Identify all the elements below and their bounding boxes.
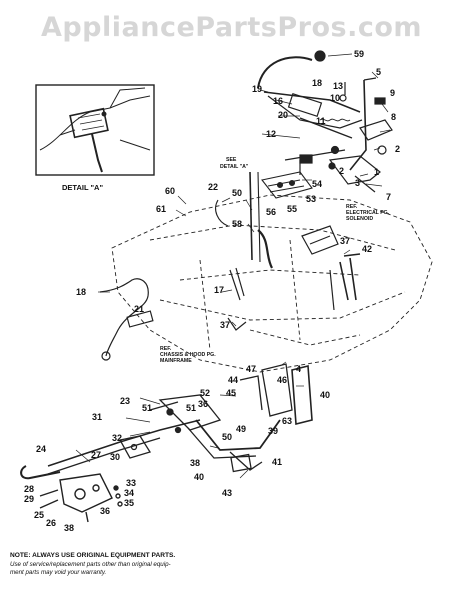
callout-39: 39 [268,426,278,436]
callout-37-lower: 37 [220,320,230,330]
note-line-1: Use of service/replacement parts other t… [10,560,171,568]
callout-23: 23 [120,396,130,406]
bracket-cluster [215,171,313,269]
warranty-note: NOTE: ALWAYS USE ORIGINAL EQUIPMENT PART… [10,552,270,578]
callout-8: 8 [391,112,396,122]
callout-63: 63 [282,416,292,426]
callout-54: 54 [312,179,322,189]
ref-electrical-line1: REF. [346,204,358,210]
callout-46: 46 [277,375,287,385]
callout-52: 52 [200,388,210,398]
watermark: AppliancePartsPros.com [40,12,423,43]
callout-50-lower: 50 [222,432,232,442]
note-heading: NOTE: ALWAYS USE ORIGINAL EQUIPMENT PART… [10,552,176,559]
callout-34: 34 [124,488,134,498]
callout-25: 25 [34,510,44,520]
callout-41: 41 [272,457,282,467]
callout-43: 43 [222,488,232,498]
ref-notes: SEE DETAIL "A" REF. ELECTRICAL PG. SOLEN… [62,157,390,364]
ref-see-detail-a-line1: SEE [226,157,237,163]
callout-19: 19 [252,84,262,94]
callout-31: 31 [92,412,102,422]
note-line-2: ment parts may void your warranty. [10,569,107,577]
callout-30: 30 [110,452,120,462]
callout-50-upper: 50 [232,188,242,198]
callout-27: 27 [91,450,101,460]
callout-22: 22 [208,182,218,192]
callout-4: 4 [296,364,301,374]
callout-40-upper: 40 [320,390,330,400]
callout-45: 45 [226,388,236,398]
callout-56: 56 [266,207,276,217]
callout-61: 61 [156,204,166,214]
callout-1: 1 [374,167,379,177]
wire-harness [99,267,247,361]
callout-38-lower: 38 [64,523,74,533]
ref-chassis-line1: REF. [160,346,172,352]
callout-59: 59 [354,49,364,59]
solenoid [301,225,361,311]
callout-47: 47 [246,364,256,374]
ref-chassis-line3: MAINFRAME [160,358,192,364]
callout-18-harness: 18 [76,287,86,297]
detail-a-title: DETAIL "A" [62,183,103,192]
callout-60: 60 [165,186,175,196]
callout-37-upper: 37 [340,236,350,246]
callout-9: 9 [390,88,395,98]
callout-11: 11 [316,116,326,126]
callout-38: 38 [190,458,200,468]
rods [20,419,201,480]
callout-53: 53 [306,194,316,204]
callout-51-right: 51 [186,403,196,413]
callout-2-lower: 2 [339,166,344,176]
callout-49: 49 [236,424,246,434]
callouts: 59 13 5 18 19 10 9 16 20 8 11 12 2 2 1 3… [24,49,400,533]
callout-51-left: 51 [142,403,152,413]
callout-55: 55 [287,204,297,214]
callout-20: 20 [278,110,288,120]
callout-24: 24 [36,444,46,454]
callout-21: 21 [134,304,144,314]
leader-lines [75,53,391,479]
detail-a-inset [35,84,155,176]
callout-18: 18 [312,78,322,88]
callout-58: 58 [232,219,242,229]
lever-assembly [149,363,313,473]
callout-3: 3 [355,178,360,188]
callout-13: 13 [333,81,343,91]
callout-44: 44 [228,375,238,385]
brake-arm [39,473,123,523]
callout-40-lower: 40 [194,472,204,482]
ref-electrical-line3: SOLENOID [346,216,373,222]
callout-5: 5 [376,67,381,77]
callout-12: 12 [266,129,276,139]
callout-28: 28 [24,484,34,494]
ref-see-detail-a-line2: DETAIL "A" [220,164,249,170]
callout-35: 35 [124,498,134,508]
callout-36-upper: 36 [198,399,208,409]
callout-16: 16 [273,96,283,106]
callout-26: 26 [46,518,56,528]
callout-2-upper: 2 [395,144,400,154]
callout-33: 33 [126,478,136,488]
ref-electrical-line2: ELECTRICAL PG. [346,210,390,216]
callout-42: 42 [362,244,372,254]
callout-17: 17 [214,285,224,295]
ref-chassis-line2: CHASSIS & HOOD PG. [160,352,216,358]
callout-7: 7 [386,192,391,202]
callout-10: 10 [330,93,340,103]
callout-36-lower: 36 [100,506,110,516]
throttle-cable-assembly [257,50,393,193]
callout-32: 32 [112,433,122,443]
callout-29: 29 [24,494,34,504]
